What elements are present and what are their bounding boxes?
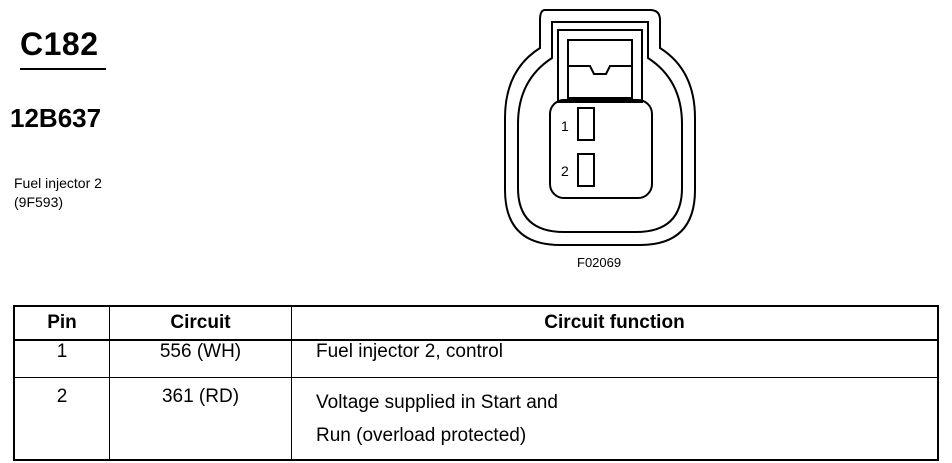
component-description: Fuel injector 2 (9F593) xyxy=(14,174,102,212)
function-line: Run (overload protected) xyxy=(316,425,527,446)
latch-notch xyxy=(568,65,632,75)
function-cell: Fuel injector 2, control xyxy=(291,339,939,378)
connector-id-underline xyxy=(20,68,106,70)
header-circuit: Circuit xyxy=(109,305,292,341)
circuit-cell: 556 (WH) xyxy=(109,339,292,378)
header-pin: Pin xyxy=(13,305,110,341)
function-line: Fuel injector 2, control xyxy=(316,341,503,362)
pin-1-terminal xyxy=(577,107,595,141)
figure-code: F02069 xyxy=(577,255,622,270)
pin-2-terminal xyxy=(577,153,595,187)
part-number: 12B637 xyxy=(10,103,102,133)
pin-1-label: 1 xyxy=(561,118,569,134)
pin-2-label: 2 xyxy=(561,163,569,179)
pin-cell: 1 xyxy=(13,339,110,378)
table-header-row: Pin Circuit Circuit function xyxy=(13,305,939,341)
connector-housing-inner xyxy=(517,21,683,233)
table-row: 1 556 (WH) Fuel injector 2, control xyxy=(13,339,939,378)
description-name: Fuel injector 2 xyxy=(14,175,102,191)
pin-cavity-block xyxy=(549,99,653,199)
header-circuit-function: Circuit function xyxy=(291,305,939,341)
function-line: Voltage supplied in Start and xyxy=(316,392,558,413)
locking-tab xyxy=(557,29,643,103)
description-code: (9F593) xyxy=(14,194,64,210)
locking-tab-latch xyxy=(567,39,633,99)
connector-id: C182 xyxy=(20,26,99,62)
function-cell: Voltage supplied in Start and Run (overl… xyxy=(291,377,939,461)
pin-cell: 2 xyxy=(13,377,110,461)
circuit-cell: 361 (RD) xyxy=(109,377,292,461)
pin-table: Pin Circuit Circuit function 1 556 (WH) … xyxy=(13,305,939,461)
connector-housing-outer xyxy=(504,9,696,246)
table-row: 2 361 (RD) Voltage supplied in Start and… xyxy=(13,377,939,461)
connector-face-diagram: 1 2 xyxy=(504,9,696,246)
